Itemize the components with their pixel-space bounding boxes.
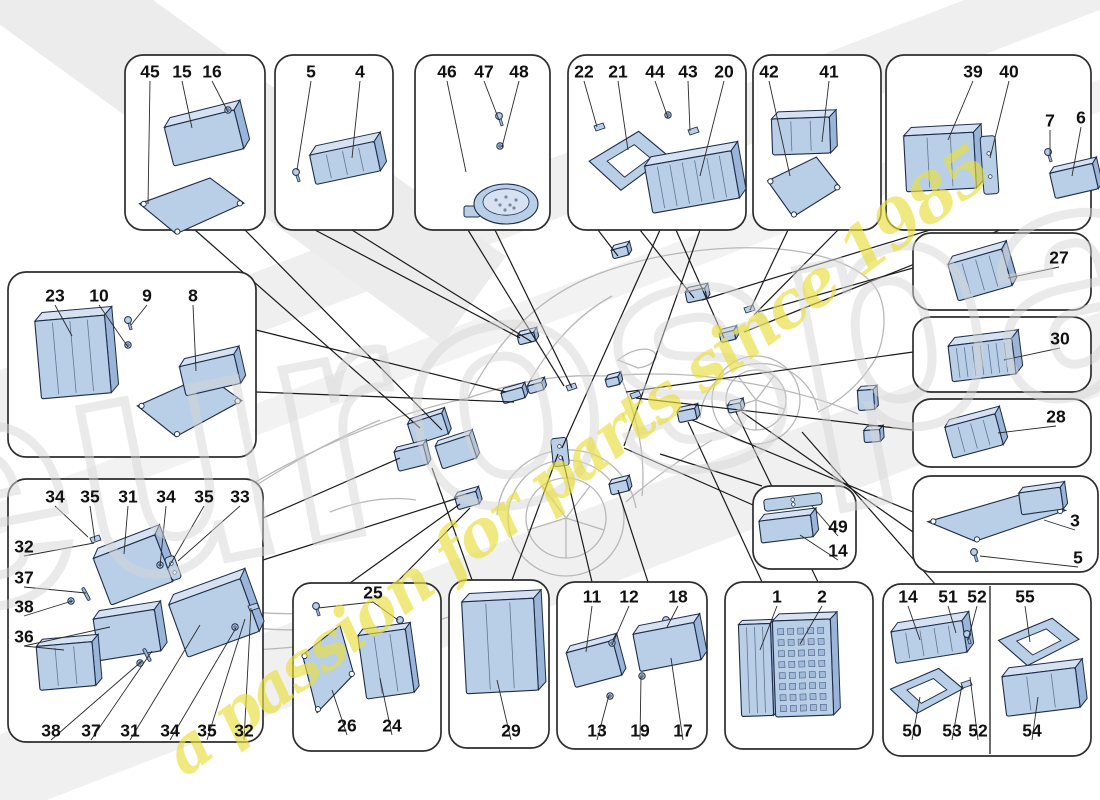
part-shape [737,618,778,718]
part-shape [675,402,701,423]
part-shape [33,305,120,400]
part-shape [770,108,838,156]
nut-shape [638,672,646,680]
nut-shape [124,341,132,349]
clip-shape [743,304,756,314]
screw-shape [970,548,979,563]
part-shape [771,610,841,718]
part-shape [943,404,1009,459]
part-shape [565,632,627,688]
box-part-illustrations [33,98,1100,754]
part-shape [356,621,420,700]
part-shape [1048,155,1100,199]
part-shape [726,396,746,414]
part-shape [301,624,355,714]
part-shape [163,98,251,167]
part-shape [516,325,540,346]
part-shape [138,177,246,235]
screw-shape [495,112,504,127]
part-shape [460,588,547,695]
clip-shape [960,679,973,689]
part-shape [91,599,168,661]
part-shape [902,122,985,193]
part-shape [763,492,823,512]
part-shape [434,428,481,470]
part-shape [392,438,432,472]
screw-shape [292,168,301,183]
clip-shape [89,534,102,544]
part-shape [856,383,879,411]
car-mounted-parts [392,239,885,510]
part-shape [643,140,747,214]
part-shape [167,567,265,658]
part-shape [997,617,1080,667]
nut-shape [496,142,504,150]
part-shape [607,473,633,496]
pin-shape [81,587,91,601]
part-shape [946,328,1024,383]
part-shape [308,130,388,185]
part-shape [164,555,182,581]
screw-shape [124,316,133,331]
part-shape [757,506,820,544]
part-shape [406,406,452,446]
part-shape [1000,657,1088,717]
label-pointer-lines [23,80,1082,741]
part-shape [683,282,711,304]
part-shape [610,239,633,260]
part-shape [946,239,1018,302]
part-shape [1017,480,1069,516]
part-shape [453,484,483,510]
part-shape [766,156,841,218]
clip-shape [593,122,606,132]
part-shape [178,344,247,397]
part-shape [889,667,964,715]
clip-shape [687,126,700,136]
part-shape [550,437,570,467]
pin-shape [142,648,152,662]
part-shape [631,612,708,672]
part-shape [35,633,103,691]
part-shape [499,380,529,404]
screw-shape [312,602,321,617]
part-shape [604,370,624,388]
part-shape [526,375,548,394]
part-shape [979,135,1000,195]
